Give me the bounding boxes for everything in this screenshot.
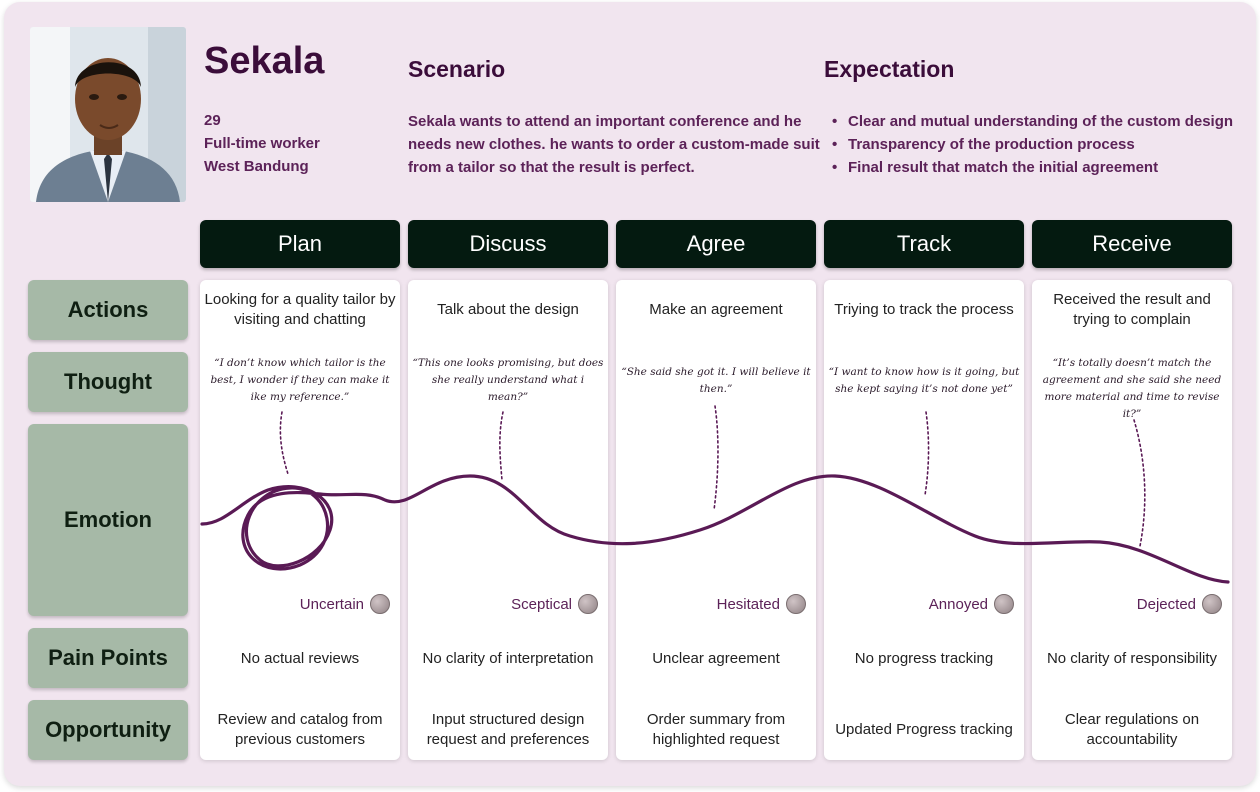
pain-point-text: Unclear agreement — [652, 649, 780, 667]
pain-point-text: No clarity of responsibility — [1046, 649, 1218, 667]
persona-photo — [30, 27, 186, 202]
thought-quote: “This one looks promising, but does she … — [412, 357, 604, 403]
emotion-text: Dejected — [1136, 595, 1196, 613]
expectation-item: Transparency of the production process — [832, 133, 1242, 156]
opportunity-text: Order summary from highlighted request — [646, 711, 786, 748]
stage-header-track: Track — [824, 220, 1024, 268]
row-label-emotion: Emotion — [28, 424, 188, 616]
emotion-label: Dejected — [1032, 594, 1232, 614]
row-label-actions: Actions — [28, 280, 188, 340]
emotion-text: Sceptical — [511, 595, 572, 613]
action-text: Make an agreement — [649, 301, 783, 318]
pain-point-text: No clarity of interpretation — [422, 649, 594, 667]
row-label-pain-points: Pain Points — [28, 628, 188, 688]
opportunity-text: Input structured design request and pref… — [426, 711, 590, 748]
stage-header-discuss: Discuss — [408, 220, 608, 268]
opportunity-text: Clear regulations on accountability — [1064, 711, 1200, 748]
expectation-item: Final result that match the initial agre… — [832, 156, 1242, 179]
expectation-item: Clear and mutual understanding of the cu… — [832, 110, 1242, 133]
emotion-text: Hesitated — [716, 595, 780, 613]
stage-column-agree: Make an agreement “She said she got it. … — [616, 280, 816, 760]
expectation-title: Expectation — [824, 56, 955, 82]
action-text: Looking for a quality tailor by visiting… — [204, 291, 396, 328]
emotion-label: Hesitated — [616, 594, 816, 614]
emotion-text: Annoyed — [928, 595, 988, 613]
thought-quote: “She said she got it. I will believe it … — [621, 366, 811, 395]
stage-column-plan: Looking for a quality tailor by visiting… — [200, 280, 400, 760]
stage-header-receive: Receive — [1032, 220, 1232, 268]
emotion-label: Sceptical — [408, 594, 608, 614]
scenario-text: Sekala wants to attend an important conf… — [408, 113, 820, 176]
action-text: Received the result and trying to compla… — [1053, 291, 1211, 328]
thought-quote: “It’s totally doesn’t match the agreemen… — [1042, 357, 1222, 420]
pain-point-text: No progress tracking — [854, 649, 994, 667]
annoyed-face-icon — [994, 594, 1014, 614]
thought-quote: “I want to know how is it going, but she… — [828, 366, 1020, 395]
stage-header-plan: Plan — [200, 220, 400, 268]
dejected-face-icon — [1202, 594, 1222, 614]
scenario-title: Scenario — [408, 56, 506, 82]
stage-column-discuss: Talk about the design “This one looks pr… — [408, 280, 608, 760]
action-text: Talk about the design — [437, 301, 579, 318]
pain-point-text: No actual reviews — [240, 649, 360, 667]
expectation-list: Clear and mutual understanding of the cu… — [832, 110, 1242, 179]
emotion-label: Annoyed — [824, 594, 1024, 614]
emotion-text: Uncertain — [299, 595, 364, 613]
stage-column-track: Triying to track the process “I want to … — [824, 280, 1024, 760]
sceptical-face-icon — [578, 594, 598, 614]
row-label-opportunity: Opportunity — [28, 700, 188, 760]
persona-occupation: Full-time worker — [204, 135, 320, 152]
persona-name: Sekala — [204, 40, 325, 82]
opportunity-text: Review and catalog from previous custome… — [217, 711, 383, 748]
row-label-thought: Thought — [28, 352, 188, 412]
uncertain-face-icon — [370, 594, 390, 614]
hesitated-face-icon — [786, 594, 806, 614]
emotion-label: Uncertain — [200, 594, 400, 614]
persona-location: West Bandung — [204, 158, 309, 175]
stage-column-receive: Received the result and trying to compla… — [1032, 280, 1232, 760]
stage-header-agree: Agree — [616, 220, 816, 268]
thought-quote: “I don’t know which tailor is the best, … — [210, 357, 390, 403]
action-text: Triying to track the process — [834, 301, 1014, 318]
opportunity-text: Updated Progress tracking — [835, 721, 1013, 738]
persona-age: 29 — [204, 112, 221, 129]
